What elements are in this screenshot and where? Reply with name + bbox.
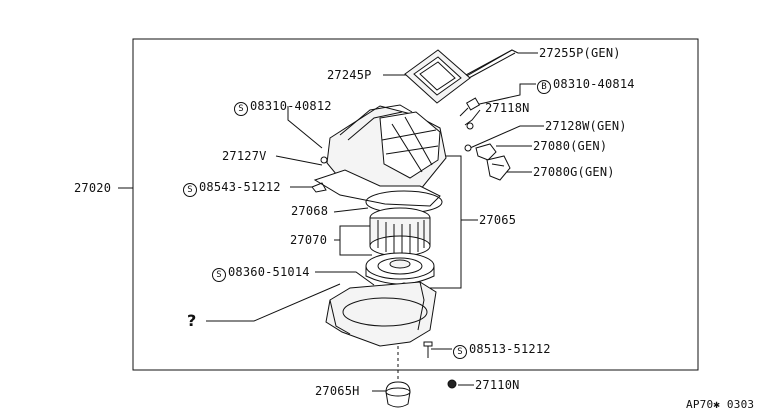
leader-lines — [118, 49, 544, 392]
part-number-08543-51212: 08543-51212 — [199, 180, 281, 194]
part-label-27127v: 27127V — [222, 149, 267, 163]
part-label-27070: 27070 — [290, 233, 328, 247]
part-label-27065h: 27065H — [315, 384, 360, 398]
part-label-27118n: 27118N — [485, 101, 530, 115]
part-number-08360-51014: 08360-51014 — [228, 265, 310, 279]
gasket-strip-27255p — [465, 49, 516, 79]
assembly-frame — [132, 38, 699, 371]
unknown-part-marker: ? — [187, 311, 197, 330]
part-label-27128w: 27128W(GEN) — [545, 119, 627, 133]
case-lower-lip — [313, 169, 441, 207]
part-label-27020: 27020 — [74, 181, 112, 195]
lower-housing — [325, 281, 437, 347]
screw-s-marker: S — [453, 345, 467, 359]
filter-cover-27245p — [404, 49, 471, 104]
intake-case — [326, 104, 447, 198]
figure-code: AP70✱ 0303 — [686, 398, 755, 411]
part-label-27080: 27080(GEN) — [533, 139, 608, 153]
part-label-27110n: 27110N — [475, 378, 520, 392]
part-label-27080g: 27080G(GEN) — [533, 165, 615, 179]
screw-s-marker: S — [212, 268, 226, 282]
bolt-b-marker: B — [537, 80, 551, 94]
screw-s-marker: S — [234, 102, 248, 116]
part-number-08310-40814: 08310-40814 — [553, 77, 635, 91]
resistor-housing-27065h — [385, 346, 411, 408]
blower-motor-27065 — [365, 252, 435, 285]
screw-s-marker: S — [183, 183, 197, 197]
part-label-27068: 27068 — [291, 204, 329, 218]
part-label-27245p: 27245P — [327, 68, 372, 82]
part-number-08513-51212: 08513-51212 — [469, 342, 551, 356]
side-clips-27080 — [475, 143, 511, 181]
part-label-27255p: 27255P(GEN) — [539, 46, 621, 60]
part-label-27065: 27065 — [479, 213, 517, 227]
part-number-08310-40812: 08310-40812 — [250, 99, 332, 113]
blower-fan-27070 — [369, 207, 431, 257]
